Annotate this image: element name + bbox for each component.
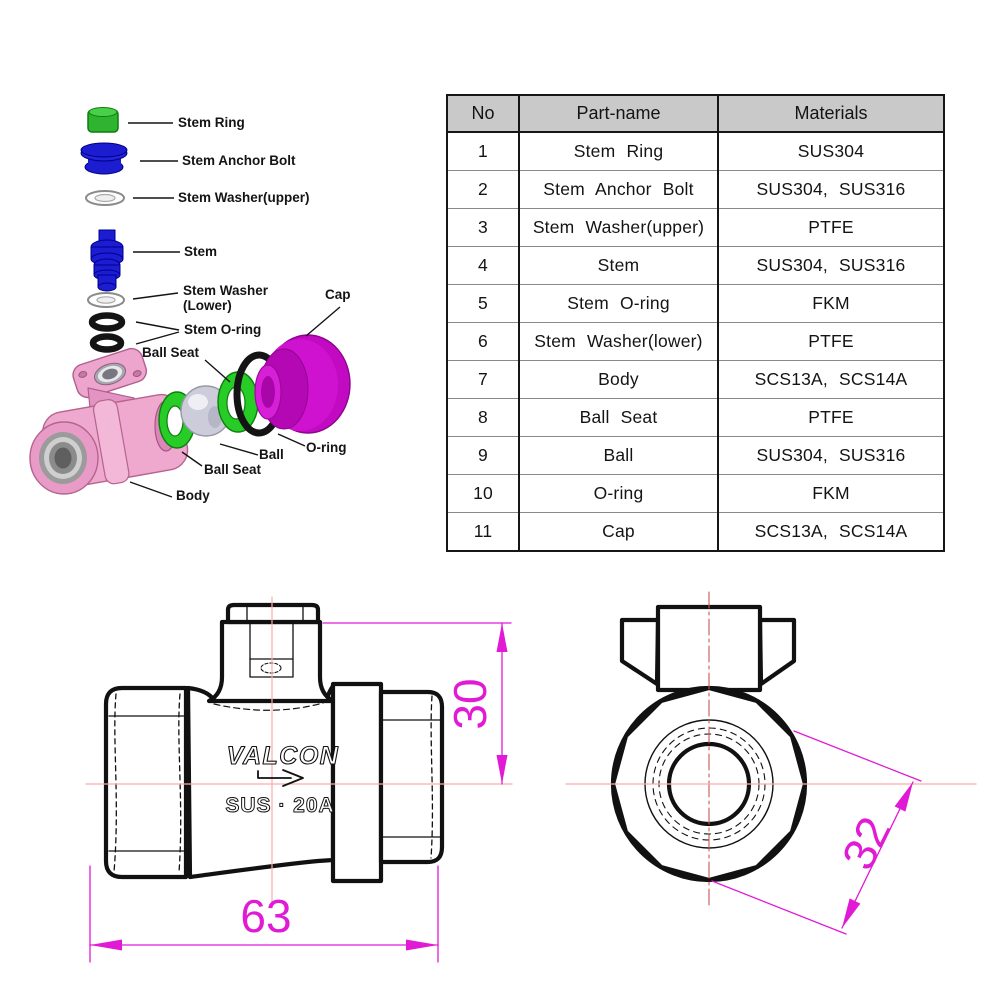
cell-no: 2	[446, 170, 520, 209]
cell-no: 4	[446, 246, 520, 285]
front-casting-line	[213, 702, 324, 711]
table-row: 2 Stem Anchor Bolt SUS304, SUS316	[446, 170, 945, 209]
cell-materials: SUS304, SUS316	[717, 436, 945, 475]
label-stem: Stem	[184, 244, 218, 259]
label-body: Body	[176, 488, 210, 503]
cell-part-name: O-ring	[518, 474, 719, 513]
flow-arrow-icon	[257, 769, 304, 787]
front-right-port	[378, 689, 445, 865]
label-stem-washer-lower: Stem Washer (Lower)	[183, 283, 268, 313]
cell-no: 10	[446, 474, 520, 513]
dim-30-value: 30	[444, 678, 496, 729]
table-row: 3 Stem Washer(upper) PTFE	[446, 208, 945, 247]
side-wing-left	[619, 617, 661, 687]
part-cap	[254, 334, 351, 434]
side-centerlines	[565, 591, 977, 906]
cell-materials: SCS13A, SCS14A	[717, 512, 945, 551]
part-stem-ring	[87, 107, 119, 133]
material-marking: SUS · 20A	[225, 794, 334, 817]
dim-63: 63	[89, 865, 439, 963]
label-stem-ring: Stem Ring	[178, 115, 245, 130]
cell-part-name: Stem Washer(upper)	[518, 208, 719, 247]
cell-no: 1	[446, 132, 520, 171]
table-row: 5 Stem O-ring FKM	[446, 284, 945, 323]
cell-materials: PTFE	[717, 208, 945, 247]
leader-lines	[128, 122, 341, 498]
front-centerlines	[85, 596, 513, 907]
label-stem-washer-lower-line1: Stem Washer	[183, 283, 269, 298]
cell-materials: PTFE	[717, 398, 945, 437]
table-row: 8 Ball Seat PTFE	[446, 398, 945, 437]
cell-materials: FKM	[717, 284, 945, 323]
col-header-no: No	[446, 95, 520, 133]
label-stem-washer-lower-line2: (Lower)	[183, 298, 232, 313]
cell-part-name: Stem Ring	[518, 132, 719, 171]
dim-30: 30	[322, 622, 512, 785]
cell-no: 3	[446, 208, 520, 247]
label-ball-seat-lower: Ball Seat	[204, 462, 262, 477]
cell-no: 8	[446, 398, 520, 437]
cell-materials: SUS304, SUS316	[717, 170, 945, 209]
front-union-nut	[330, 681, 384, 884]
cell-no: 6	[446, 322, 520, 361]
brand-stamp: VALCON	[227, 742, 340, 770]
part-stem	[90, 229, 124, 292]
front-left-port	[103, 685, 189, 880]
front-stem-nut-facets	[246, 605, 304, 622]
table-row: 9 Ball SUS304, SUS316	[446, 436, 945, 475]
table-header-row: No Part-name Materials	[446, 95, 945, 133]
parts-table: No Part-name Materials 1 Stem Ring SUS30…	[446, 94, 945, 552]
front-left-port-facets	[108, 693, 185, 873]
table-row: 10 O-ring FKM	[446, 474, 945, 513]
cell-no: 11	[446, 512, 520, 551]
part-stem-o-rings	[88, 312, 126, 353]
cell-part-name: Body	[518, 360, 719, 399]
front-body-outline	[185, 683, 336, 880]
dim-32-value: 32	[832, 809, 901, 878]
table-row: 11 Cap SCS13A, SCS14A	[446, 512, 945, 551]
front-right-port-facets	[382, 695, 441, 859]
label-stem-anchor-bolt: Stem Anchor Bolt	[182, 153, 296, 168]
col-header-part-name: Part-name	[518, 95, 719, 133]
table-row: 6 Stem Washer(lower) PTFE	[446, 322, 945, 361]
part-body	[29, 347, 189, 495]
part-stem-washer-lower	[87, 292, 125, 308]
cell-part-name: Ball Seat	[518, 398, 719, 437]
cell-part-name: Stem Anchor Bolt	[518, 170, 719, 209]
label-cap: Cap	[325, 287, 351, 302]
exploded-view	[29, 107, 351, 498]
table-row: 1 Stem Ring SUS304	[446, 132, 945, 171]
cell-no: 9	[446, 436, 520, 475]
cell-part-name: Stem O-ring	[518, 284, 719, 323]
side-view: 32	[565, 591, 977, 935]
cell-no: 5	[446, 284, 520, 323]
cell-no: 7	[446, 360, 520, 399]
cell-materials: PTFE	[717, 322, 945, 361]
table-row: 4 Stem SUS304, SUS316	[446, 246, 945, 285]
label-stem-o-ring: Stem O-ring	[184, 322, 262, 337]
label-o-ring: O-ring	[306, 440, 347, 455]
part-stem-washer-upper	[85, 190, 125, 206]
cell-materials: FKM	[717, 474, 945, 513]
front-stem-housing	[206, 619, 336, 704]
cell-part-name: Ball	[518, 436, 719, 475]
dim-63-value: 63	[240, 890, 291, 942]
cell-part-name: Stem Washer(lower)	[518, 322, 719, 361]
cell-materials: SCS13A, SCS14A	[717, 360, 945, 399]
cell-materials: SUS304	[717, 132, 945, 171]
label-ball-seat-upper: Ball Seat	[142, 345, 200, 360]
front-view: VALCON SUS · 20A 30 63	[85, 596, 513, 963]
part-stem-anchor-bolt	[80, 142, 128, 175]
front-stem-nut	[225, 602, 321, 625]
label-ball: Ball	[259, 447, 284, 462]
cell-part-name: Cap	[518, 512, 719, 551]
label-stem-washer-upper: Stem Washer(upper)	[178, 190, 310, 205]
table-row: 7 Body SCS13A, SCS14A	[446, 360, 945, 399]
side-wing-right	[757, 617, 797, 687]
cell-materials: SUS304, SUS316	[717, 246, 945, 285]
col-header-materials: Materials	[717, 95, 945, 133]
cell-part-name: Stem	[518, 246, 719, 285]
